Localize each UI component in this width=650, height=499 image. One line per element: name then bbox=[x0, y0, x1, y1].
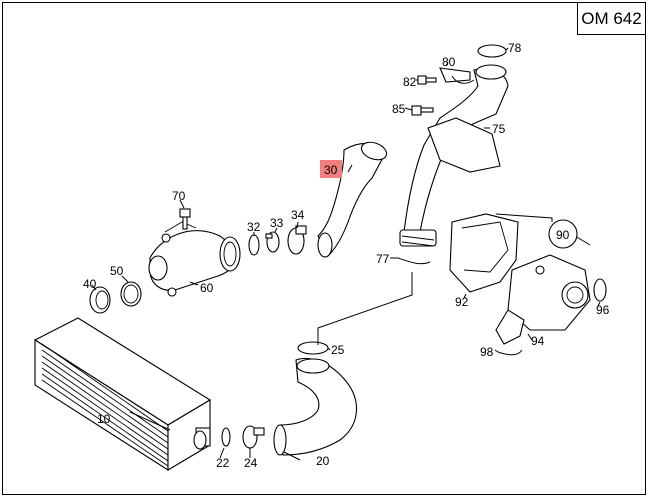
callout-40[interactable]: 40 bbox=[83, 277, 97, 291]
engine-code-label: OM 642 bbox=[577, 2, 646, 35]
clamp-33[interactable] bbox=[265, 231, 280, 253]
intake-pipe-60[interactable] bbox=[148, 221, 241, 297]
callout-85[interactable]: 85 bbox=[392, 102, 406, 116]
callout-94[interactable]: 94 bbox=[531, 334, 545, 348]
charge-air-hose-30[interactable] bbox=[317, 139, 389, 258]
callout-98[interactable]: 98 bbox=[480, 345, 494, 359]
clamp-34[interactable] bbox=[287, 225, 307, 255]
o-ring-32[interactable] bbox=[248, 234, 260, 256]
callout-80[interactable]: 80 bbox=[442, 55, 456, 69]
callout-70[interactable]: 70 bbox=[172, 189, 186, 203]
o-ring-78[interactable] bbox=[477, 44, 507, 58]
bolt-82[interactable] bbox=[417, 75, 437, 85]
leader-lines bbox=[91, 47, 601, 461]
bolt-70[interactable] bbox=[179, 208, 191, 230]
o-ring-96[interactable] bbox=[593, 278, 607, 302]
callout-24[interactable]: 24 bbox=[244, 456, 258, 470]
seal-40[interactable] bbox=[89, 286, 111, 314]
callout-34[interactable]: 34 bbox=[291, 208, 305, 222]
o-ring-25[interactable] bbox=[297, 341, 329, 355]
callout-20[interactable]: 20 bbox=[316, 454, 330, 468]
callout-75[interactable]: 75 bbox=[492, 122, 506, 136]
diagram-frame bbox=[2, 2, 646, 495]
callout-33[interactable]: 33 bbox=[270, 216, 284, 230]
intercooler[interactable] bbox=[33, 317, 212, 472]
heat-shield-92[interactable] bbox=[449, 213, 519, 293]
callout-78[interactable]: 78 bbox=[508, 41, 522, 55]
bolt-85[interactable] bbox=[411, 105, 434, 116]
turbocharger-94[interactable] bbox=[495, 254, 591, 345]
charge-air-pipe-75[interactable] bbox=[399, 64, 509, 247]
clip-98[interactable] bbox=[497, 349, 523, 356]
clip-77[interactable] bbox=[397, 257, 431, 265]
charge-air-hose-lower[interactable] bbox=[273, 357, 358, 456]
callout-32[interactable]: 32 bbox=[247, 220, 261, 234]
callout-77[interactable]: 77 bbox=[376, 252, 390, 266]
callout-30[interactable]: 30 bbox=[324, 163, 338, 177]
callout-90[interactable]: 90 bbox=[556, 228, 570, 242]
callout-22[interactable]: 22 bbox=[216, 456, 230, 470]
callout-circle-90 bbox=[548, 219, 578, 249]
callout-92[interactable]: 92 bbox=[455, 295, 469, 309]
callout-50[interactable]: 50 bbox=[110, 264, 124, 278]
o-ring-22[interactable] bbox=[221, 427, 231, 447]
callout-10[interactable]: 10 bbox=[97, 412, 111, 426]
callout-highlight-30 bbox=[320, 160, 342, 178]
clamp-50[interactable] bbox=[120, 281, 142, 307]
callout-82[interactable]: 82 bbox=[403, 75, 417, 89]
bracket-80[interactable] bbox=[439, 67, 475, 84]
hose-clamp-24[interactable] bbox=[242, 425, 265, 449]
callout-60[interactable]: 60 bbox=[200, 281, 214, 295]
callout-96[interactable]: 96 bbox=[596, 303, 610, 317]
callout-25[interactable]: 25 bbox=[331, 343, 345, 357]
